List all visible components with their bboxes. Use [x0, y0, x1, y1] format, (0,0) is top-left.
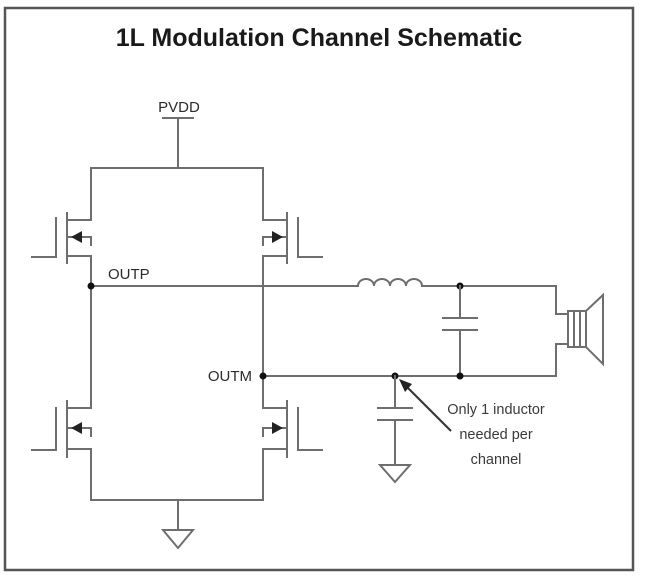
cap-bottom-junction	[456, 372, 464, 380]
differential-capacitor	[442, 285, 478, 377]
common-mode-capacitor	[377, 375, 413, 466]
pvdd-supply: PVDD	[158, 99, 200, 169]
annotation-arrowhead-icon	[399, 379, 412, 392]
diagram-frame	[3, 6, 635, 572]
high-side-right-mosfet	[262, 207, 323, 264]
diagram-title: 1L Modulation Channel Schematic	[116, 24, 523, 52]
inductor-annotation: Only 1 inductor needed per channel	[399, 379, 545, 468]
annotation-line-3: channel	[471, 452, 522, 468]
outm-junction	[259, 372, 267, 380]
annotation-line-2: needed per	[459, 427, 533, 443]
high-side-left-mosfet	[31, 207, 92, 264]
capacitor-ground-icon	[377, 464, 413, 484]
low-side-right-mosfet	[262, 397, 323, 458]
low-side-left-mosfet	[31, 397, 92, 458]
annotation-line-1: Only 1 inductor	[447, 402, 545, 418]
pvdd-label: PVDD	[158, 99, 200, 116]
output-inductor	[356, 278, 424, 288]
outp-net: OUTP	[87, 266, 359, 290]
outm-label: OUTM	[208, 368, 252, 385]
speaker	[555, 285, 604, 377]
bridge-ground-icon	[160, 529, 196, 550]
outp-label: OUTP	[108, 266, 150, 283]
outp-junction	[87, 282, 95, 290]
annotation-arrow-line	[405, 385, 452, 432]
